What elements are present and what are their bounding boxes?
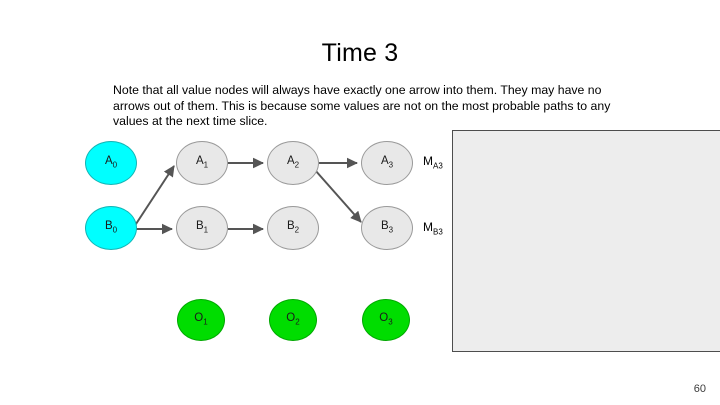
message-label-mb3: MB3 (423, 220, 443, 237)
node-label: B0 (104, 220, 118, 235)
page-title: Time 3 (321, 39, 399, 67)
node-a1[interactable]: A1 (176, 141, 228, 185)
node-a3[interactable]: A3 (361, 141, 413, 185)
node-label: O2 (286, 312, 300, 327)
node-label: B1 (195, 220, 209, 235)
node-label: A2 (286, 155, 300, 170)
node-b0[interactable]: B0 (85, 206, 137, 250)
edge-b0-to-a1 (133, 165, 175, 228)
message-label-ma3: MA3 (423, 154, 443, 171)
diagram-edges (133, 157, 362, 235)
page-number: 60 (693, 383, 706, 395)
node-b1[interactable]: B1 (176, 206, 228, 250)
node-o1[interactable]: O1 (177, 299, 225, 341)
node-label: A0 (104, 155, 118, 170)
node-label: A3 (380, 155, 394, 170)
node-label: A1 (195, 155, 209, 170)
node-a2[interactable]: A2 (267, 141, 319, 185)
node-a0[interactable]: A0 (85, 141, 137, 185)
side-panel (452, 130, 720, 352)
node-b2[interactable]: B2 (267, 206, 319, 250)
node-o2[interactable]: O2 (269, 299, 317, 341)
node-o3[interactable]: O3 (362, 299, 410, 341)
node-label: O1 (194, 312, 208, 327)
node-b3[interactable]: B3 (361, 206, 413, 250)
slide-body-text: Note that all value nodes will always ha… (113, 83, 611, 129)
node-label: O3 (379, 312, 393, 327)
node-label: B3 (380, 220, 394, 235)
edge-a2-to-b3 (314, 169, 362, 223)
node-label: B2 (286, 220, 300, 235)
